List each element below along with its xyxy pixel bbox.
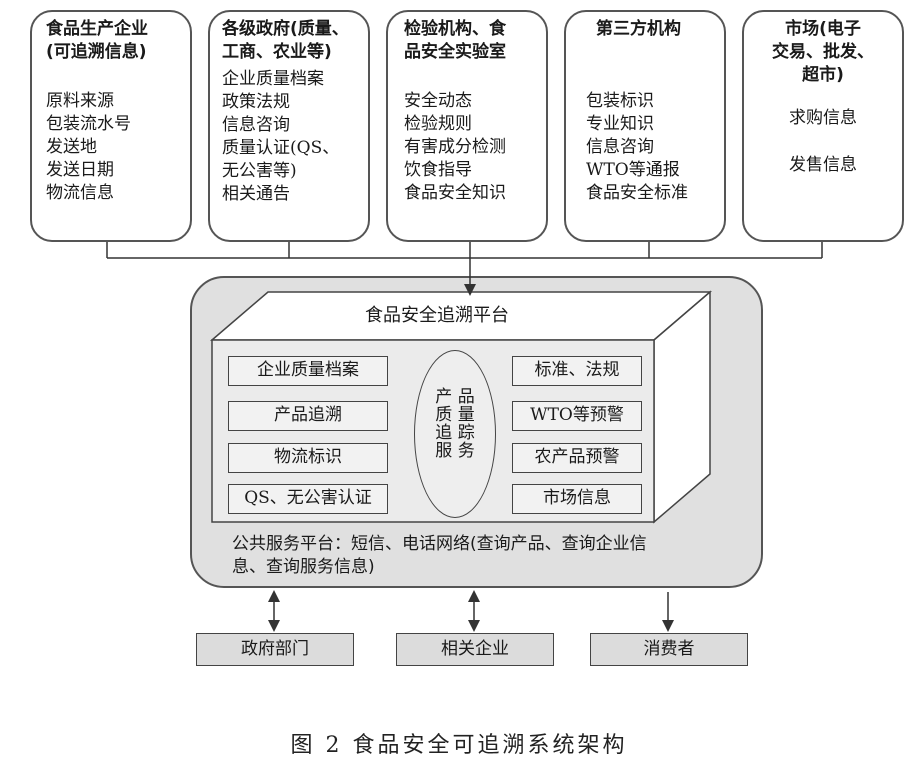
module-logistics-label: 物流标识 xyxy=(228,443,388,473)
source-box-producer: 食品生产企业 (可追溯信息) 原料来源 包装流水号 发送地 发送日期 物流信息 xyxy=(30,10,192,242)
source-box-government: 各级政府(质量、 工商、农业等) 企业质量档案 政策法规 信息咨询 质量认证(Q… xyxy=(208,10,370,242)
source-items: 求购信息 发售信息 xyxy=(789,108,857,175)
core-service-ellipse xyxy=(414,350,496,518)
module-market-info: 市场信息 xyxy=(512,484,642,514)
source-title: 检验机构、食 品安全实验室 xyxy=(404,19,506,62)
source-items: 原料来源 包装流水号 发送地 发送日期 物流信息 xyxy=(46,91,131,203)
user-government: 政府部门 xyxy=(196,633,354,666)
source-title: 食品生产企业 (可追溯信息) xyxy=(46,19,148,62)
source-box-inspection: 检验机构、食 品安全实验室 安全动态 检验规则 有害成分检测 饮食指导 食品安全… xyxy=(386,10,548,242)
source-items: 安全动态 检验规则 有害成分检测 饮食指导 食品安全知识 xyxy=(404,91,506,203)
source-items: 企业质量档案 政策法规 信息咨询 质量认证(QS、 无公害等) 相关通告 xyxy=(222,69,340,204)
source-box-market: 市场(电子 交易、批发、 超市) 求购信息 发售信息 xyxy=(742,10,904,242)
module-wto-warning: WTO等预警 xyxy=(512,401,642,431)
platform-title: 食品安全追溯平台 xyxy=(365,305,509,326)
user-enterprise: 相关企业 xyxy=(396,633,554,666)
source-title: 各级政府(质量、 工商、农业等) xyxy=(222,19,349,62)
module-standards: 标准、法规 xyxy=(512,356,642,386)
source-items: 包装标识 专业知识 信息咨询 WTO等通报 食品安全标准 xyxy=(586,91,688,203)
core-service-label: 产 品 质 量 追 踪 服 务 xyxy=(435,387,475,461)
source-title: 市场(电子 交易、批发、 超市) xyxy=(772,19,874,85)
source-title: 第三方机构 xyxy=(596,19,681,39)
source-box-third-party: 第三方机构 包装标识 专业知识 信息咨询 WTO等通报 食品安全标准 xyxy=(564,10,726,242)
module-agri-warning: 农产品预警 xyxy=(512,443,642,473)
module-product-trace: 产品追溯 xyxy=(228,401,388,431)
user-consumer: 消费者 xyxy=(590,633,748,666)
figure-caption: 图 2 食品安全可追溯系统架构 xyxy=(290,733,628,758)
module-certification: QS、无公害认证 xyxy=(228,484,388,514)
public-service-text: 公共服务平台：短信、电话网络(查询产品、查询企业信 息、查询服务信息) xyxy=(232,534,647,577)
module-enterprise-archive: 企业质量档案 xyxy=(228,356,388,386)
